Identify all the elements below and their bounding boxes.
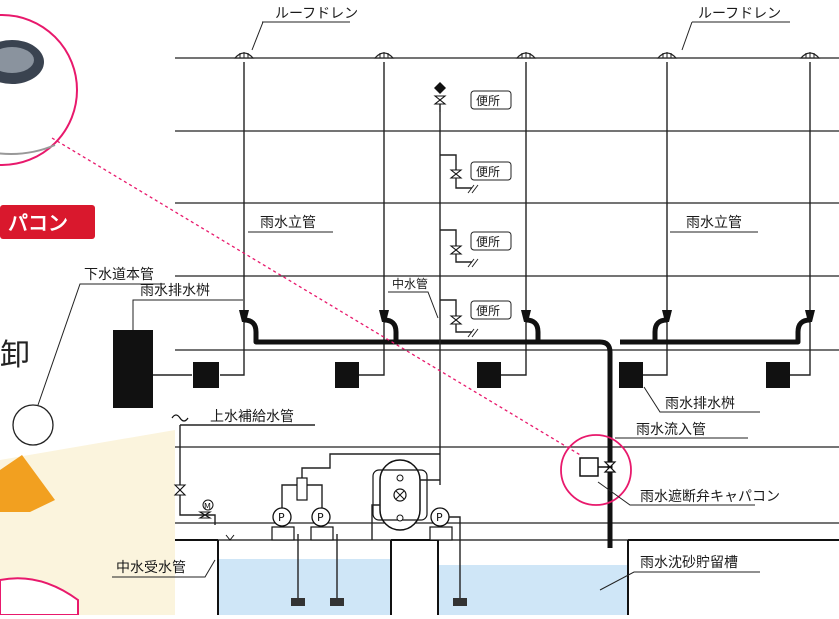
sewer-main-label: 下水道本管 bbox=[84, 267, 154, 283]
side-glyph: 卸 bbox=[0, 338, 30, 373]
gray-water-receiving-pipe-label: 中水受水管 bbox=[116, 560, 186, 576]
rain-catch-basins bbox=[113, 330, 790, 408]
orange-accent bbox=[0, 455, 55, 512]
pumps: P P P bbox=[271, 453, 467, 606]
filter-unit bbox=[371, 459, 440, 540]
gray-water-pipe-label: 中水管 bbox=[392, 276, 428, 291]
background-tint bbox=[0, 430, 175, 615]
rain-downpipe-right-label: 雨水立管 bbox=[686, 215, 742, 231]
rain-inflow-pipe-label: 雨水流入管 bbox=[636, 422, 706, 438]
pump-symbol-1: P bbox=[278, 511, 285, 524]
rain-downpipes bbox=[243, 62, 811, 315]
toilet-label-1: 便所 bbox=[476, 94, 500, 108]
rain-catch-basin-left-label: 雨水排水桝 bbox=[140, 283, 210, 299]
capacon-badge: パコン bbox=[0, 205, 95, 239]
rain-sedimentation-tank-label: 雨水沈砂貯留槽 bbox=[640, 555, 738, 571]
city-water-supply: M bbox=[171, 414, 315, 541]
gray-water-riser bbox=[433, 82, 479, 485]
pump-symbol-2: P bbox=[317, 511, 324, 524]
toilet-label-4: 便所 bbox=[476, 304, 500, 318]
pump-symbol-3: P bbox=[436, 511, 443, 524]
toilet-label-3: 便所 bbox=[476, 235, 500, 249]
badge-text: パコン bbox=[8, 211, 68, 235]
roof-drain-left-label: ルーフドレン bbox=[275, 6, 358, 22]
photo-inset-bottom bbox=[0, 577, 79, 616]
floor-lines bbox=[175, 57, 839, 524]
photo-inset-top bbox=[0, 14, 78, 166]
rain-shutoff-valve bbox=[560, 434, 632, 506]
tanks bbox=[175, 539, 839, 615]
toilet-labels: 便所 便所 便所 便所 bbox=[470, 90, 512, 320]
sewer-main-circle bbox=[12, 404, 54, 446]
rain-downpipe-left-label: 雨水立管 bbox=[260, 215, 316, 231]
roof-drain-right-label: ルーフドレン bbox=[698, 6, 781, 22]
motor-symbol: M bbox=[204, 502, 211, 511]
rain-shutoff-valve-label: 雨水遮断弁キャパコン bbox=[640, 489, 780, 505]
roof-drains bbox=[233, 52, 821, 59]
rain-catch-basin-right-label: 雨水排水桝 bbox=[665, 396, 735, 412]
highlight-leader bbox=[51, 137, 583, 457]
toilet-label-2: 便所 bbox=[476, 165, 500, 179]
city-water-supply-label: 上水補給水管 bbox=[210, 409, 294, 425]
rain-collection-header bbox=[243, 317, 811, 548]
